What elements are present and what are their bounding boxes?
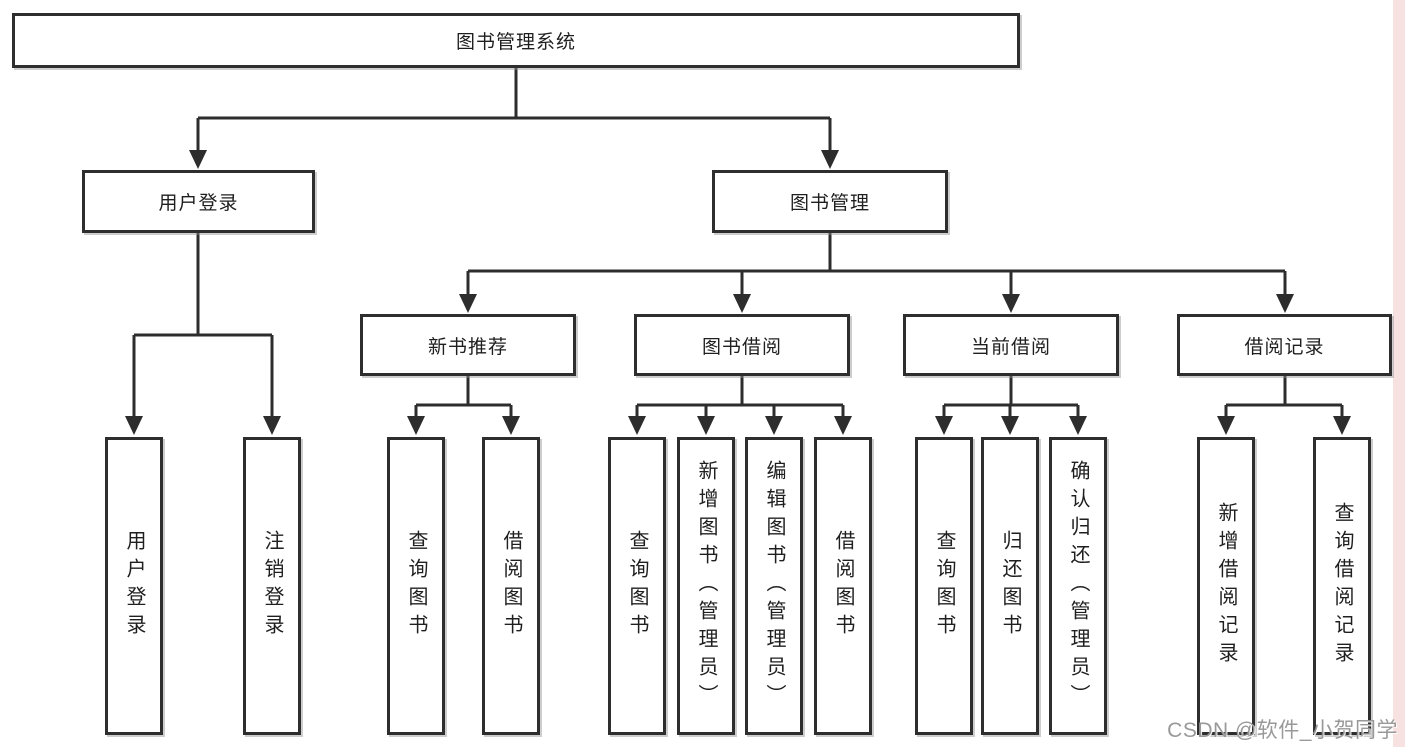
node-label: 新增图书（管理员） (695, 460, 717, 712)
node-current-borrow: 当前借阅 (903, 314, 1119, 376)
node-label: 注销登录 (261, 530, 283, 642)
node-label: 图书借阅 (701, 336, 782, 358)
leaf-query-borrow-record: 查询借阅记录 (1313, 437, 1371, 735)
node-label: 编辑图书（管理员） (763, 460, 785, 712)
node-book-management: 图书管理 (712, 170, 948, 233)
leaf-add-borrow-record: 新增借阅记录 (1197, 437, 1255, 735)
node-borrow-records: 借阅记录 (1177, 314, 1392, 376)
leaf-query-books-current: 查询图书 (915, 437, 973, 735)
leaf-edit-books-admin: 编辑图书（管理员） (745, 437, 803, 735)
leaf-user-login: 用户登录 (105, 437, 163, 735)
leaf-query-books-borrow: 查询图书 (608, 437, 666, 735)
node-new-book-recommend: 新书推荐 (360, 314, 576, 376)
node-label: 确认归还（管理员） (1067, 460, 1089, 712)
leaf-return-books: 归还图书 (981, 437, 1039, 735)
node-user-login: 用户登录 (82, 170, 315, 233)
node-label: 图书管理 (789, 193, 870, 214)
leaf-logout: 注销登录 (243, 437, 301, 735)
node-label: 借阅图书 (832, 530, 854, 642)
node-label: 新书推荐 (427, 336, 508, 358)
leaf-borrow-books-recommend: 借阅图书 (482, 437, 540, 735)
node-label: 查询图书 (933, 530, 955, 642)
leaf-confirm-return-admin: 确认归还（管理员） (1049, 437, 1107, 735)
node-label: 当前借阅 (970, 336, 1051, 358)
leaf-borrow-books: 借阅图书 (814, 437, 872, 735)
node-label: 用户登录 (123, 530, 145, 642)
node-label: 借阅图书 (500, 530, 522, 642)
csdn-watermark: CSDN @软件_小贺同学 (1167, 719, 1398, 742)
node-label: 查询借阅记录 (1331, 502, 1353, 670)
node-label: 查询图书 (626, 530, 648, 642)
node-label: 归还图书 (999, 530, 1021, 642)
leaf-query-books-recommend: 查询图书 (387, 437, 445, 735)
node-label: 新增借阅记录 (1215, 502, 1237, 670)
node-label: 图书管理系统 (455, 32, 576, 53)
node-label: 查询图书 (405, 530, 427, 642)
node-label: 借阅记录 (1244, 336, 1325, 358)
node-label: 用户登录 (158, 193, 239, 214)
leaf-add-books-admin: 新增图书（管理员） (677, 437, 735, 735)
node-book-borrow: 图书借阅 (634, 314, 850, 376)
page-edge-strip (1393, 0, 1405, 747)
node-root-library-system: 图书管理系统 (12, 13, 1020, 68)
